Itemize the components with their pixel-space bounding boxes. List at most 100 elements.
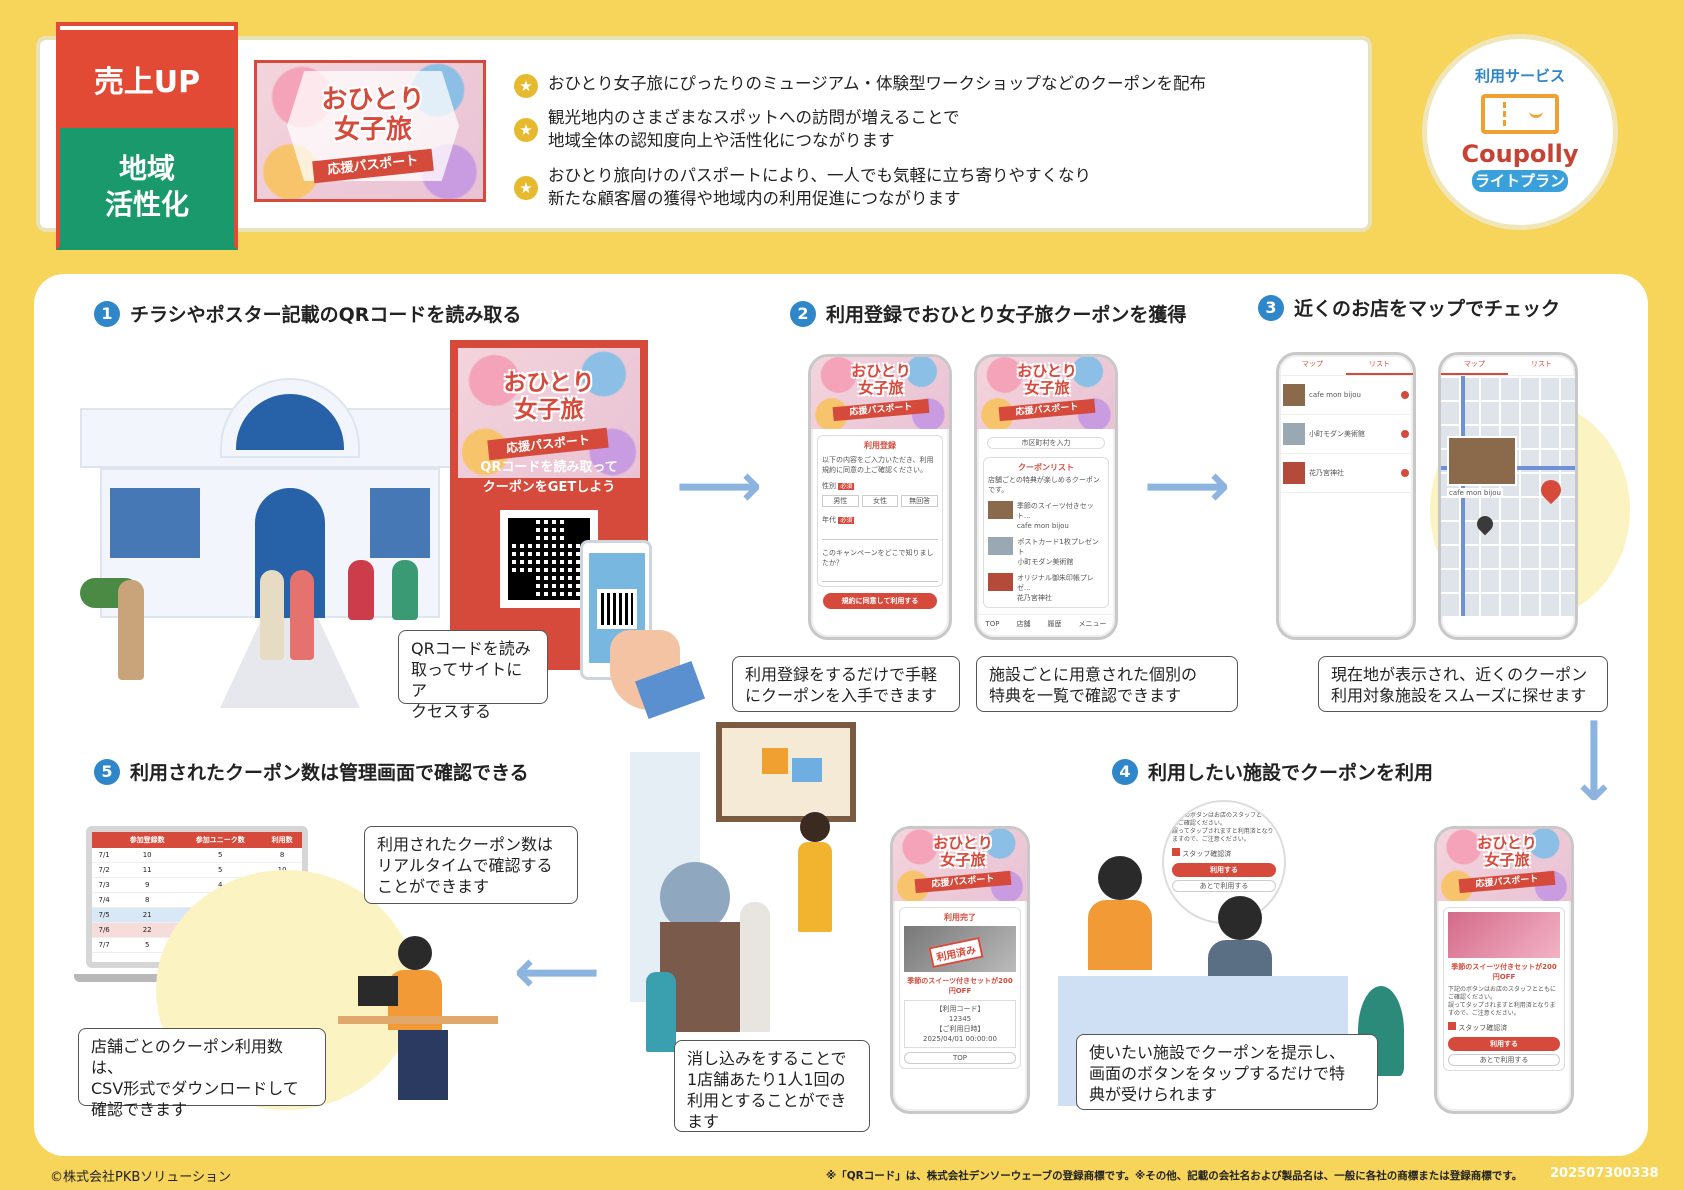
phone-redeem-ribbon: 応援パスポート — [1458, 870, 1556, 894]
step-1-number: 1 — [94, 300, 120, 327]
table-cell: 7/2 — [98, 866, 110, 874]
coupon-list-item[interactable]: オリジナル御朱印帳プレゼ…花乃宮神社 — [988, 573, 1104, 603]
shop-thumbnail — [988, 573, 1013, 591]
tag-regional-revitalization: 地域 活性化 — [60, 128, 234, 246]
nav-menu[interactable]: メニュー — [1078, 620, 1107, 628]
phone-coupon-used: おひとり 女子旅 応援パスポート 利用完了 利用済み 季節のスイーツ付きセットが… — [890, 826, 1030, 1114]
map-list-item[interactable]: 花乃宮神社 — [1279, 454, 1413, 493]
coupon-shop: cafe mon bijou — [1016, 522, 1069, 530]
staff-check-checkbox[interactable]: スタッフ確認済 — [1172, 848, 1276, 859]
map-list-item[interactable]: cafe mon bijou — [1279, 376, 1413, 415]
bullet-3-text: おひとり旅向けのパスポートにより、一人でも気軽に立ち寄りやすくなり 新たな顧客層… — [548, 166, 1092, 208]
step-2-number: 2 — [790, 300, 816, 327]
coupon-list-item[interactable]: 季節のスイーツ付きセット… cafe mon bijou — [988, 501, 1104, 531]
used-coupon-title: 季節のスイーツ付きセットが200円OFF — [907, 977, 1013, 995]
table-cell: 7/3 — [98, 881, 110, 889]
star-icon: ★ — [514, 118, 538, 142]
gender-option-male[interactable]: 男性 — [822, 495, 859, 507]
step-5-bubble-admin: 利用されたクーポン数は リアルタイムで確認する ことができます — [364, 826, 578, 904]
qr-code-icon — [597, 589, 637, 629]
use-later-button[interactable]: あとで利用する — [1172, 880, 1276, 892]
tab-list[interactable]: リスト — [1531, 360, 1552, 368]
coupon-title: 季節のスイーツ付きセット… — [1016, 502, 1094, 520]
phone-scanning-illustration — [570, 520, 706, 720]
coupon-shop: 花乃宮神社 — [1016, 594, 1052, 602]
coupon-list-intro: 店舗ごとの特典が楽しめるクーポンです。 — [988, 476, 1100, 494]
tag-sales-up: 売上UP — [60, 24, 234, 128]
table-cell: 7/5 — [98, 911, 110, 919]
table-cell: 7/7 — [98, 941, 110, 949]
step-5-bubble-csv: 店舗ごとのクーポン利用数は、 CSV形式でダウンロードして 確認できます — [78, 1028, 326, 1119]
search-input[interactable]: 市区町村を入力 — [987, 437, 1105, 449]
qr-poster: おひとり 女子旅 応援パスポート QRコードを読み取って クーポンをGETしよう — [450, 340, 648, 670]
step-2-bubble-b: 施設ごとに用意された個別の 特典を一覧で確認できます — [976, 656, 1238, 712]
poster-ribbon: 応援パスポート — [487, 427, 609, 461]
tab-map[interactable]: マップ — [1441, 355, 1508, 375]
map-caption: cafe mon bijou — [1447, 488, 1503, 498]
phone-a-gender-label: 性別 — [822, 482, 836, 490]
shop-photo-popup — [1447, 436, 1517, 486]
step-4-title: 4 利用したい施設でクーポンを利用 — [1112, 758, 1433, 785]
map-pin-icon — [1536, 475, 1566, 505]
table-cell: 22 — [142, 926, 152, 934]
use-coupon-button[interactable]: 利用する — [1172, 863, 1276, 877]
step-5-number: 5 — [94, 758, 120, 785]
map-list-item[interactable]: 小町モダン美術館 — [1279, 415, 1413, 454]
staff-check-checkbox[interactable]: スタッフ確認済 — [1448, 1022, 1560, 1033]
map-area[interactable]: cafe mon bijou — [1441, 376, 1575, 616]
staff-check-label: スタッフ確認済 — [1182, 850, 1232, 858]
tab-map[interactable]: マップ — [1302, 360, 1323, 368]
map-list-item-name: 小町モダン美術館 — [1309, 430, 1365, 438]
gender-option-none[interactable]: 無回答 — [901, 495, 939, 507]
coupon-list-item[interactable]: ポストカード1枚プレゼント小町モダン美術館 — [988, 537, 1104, 567]
table-cell: 8 — [279, 851, 285, 859]
bullet-3: ★ おひとり旅向けのパスポートにより、一人でも気軽に立ち寄りやすくなり 新たな顧… — [514, 164, 1091, 210]
table-cell: 11 — [142, 866, 152, 874]
phone-map-list: マップ リスト cafe mon bijou 小町モダン美術館 花乃宮神社 — [1276, 352, 1416, 640]
table-header: 利用数 — [271, 836, 293, 844]
star-icon: ★ — [514, 176, 538, 200]
table-header — [92, 832, 116, 848]
header-poster-title: おひとり 女子旅 — [321, 85, 425, 145]
phone-a-intro: 以下の内容をご入力いただき、利用規約に同意の上ご確認ください。 — [822, 456, 934, 474]
step-1-bubble: QRコードを読み 取ってサイトにア クセスする — [398, 630, 548, 721]
shop-thumbnail — [988, 537, 1014, 555]
use-coupon-button[interactable]: 利用する — [1448, 1037, 1560, 1051]
nav-top[interactable]: TOP — [985, 620, 1000, 628]
table-cell: 5 — [217, 866, 223, 874]
service-badge: 利用サービス Coupolly ライトプラン — [1422, 34, 1618, 230]
phone-a-source-label: このキャンペーンをどこで知りましたか？ — [822, 549, 934, 567]
shop-thumbnail — [1283, 384, 1305, 406]
phone-map-view: マップ リスト cafe mon bijou — [1438, 352, 1578, 640]
phone-a-header: 利用登録 — [864, 441, 896, 450]
top-button[interactable]: TOP — [904, 1052, 1016, 1064]
source-select[interactable] — [822, 570, 938, 582]
step-1-title: 1 チラシやポスター記載のQRコードを読み取る — [94, 300, 521, 327]
agree-register-button[interactable]: 規約に同意して利用する — [823, 593, 937, 609]
step-5-title-text: 利用されたクーポン数は管理画面で確認できる — [130, 762, 529, 784]
age-select[interactable] — [822, 528, 938, 540]
use-later-button[interactable]: あとで利用する — [1448, 1054, 1560, 1066]
museum-illustration — [630, 722, 870, 1102]
nav-history[interactable]: 履歴 — [1047, 620, 1062, 628]
table-cell: 5 — [217, 851, 223, 859]
tab-list[interactable]: リスト — [1346, 355, 1413, 375]
chevron-right-icon — [1401, 430, 1409, 438]
coupon-photo — [1448, 912, 1560, 958]
phone-redeem-title: おひとり 女子旅 — [1477, 834, 1537, 869]
header-poster-image: おひとり 女子旅 応援パスポート — [254, 60, 486, 202]
staff-check-label: スタッフ確認済 — [1458, 1024, 1508, 1032]
arrow-left-icon: ⟵ — [514, 937, 601, 1007]
date-label: 【ご利用日時】 — [935, 1025, 985, 1033]
phone-a-age-label: 年代 — [822, 516, 836, 524]
coupon-list-header: クーポンリスト — [1018, 463, 1074, 472]
nav-shops[interactable]: 店舗 — [1016, 620, 1031, 628]
table-header: 参加ユニーク数 — [195, 836, 245, 844]
chevron-right-icon — [1401, 391, 1409, 399]
map-list-item-name: 花乃宮神社 — [1309, 469, 1344, 477]
phone-b-ribbon: 応援パスポート — [998, 398, 1096, 422]
table-cell: 5 — [144, 941, 150, 949]
admin-person-illustration — [338, 936, 498, 1112]
gender-option-female[interactable]: 女性 — [861, 495, 899, 507]
zoom-detail: 下記のボタンはお店のスタッフとともにご確認ください。 誤ってタップされますと利用… — [1162, 800, 1286, 924]
